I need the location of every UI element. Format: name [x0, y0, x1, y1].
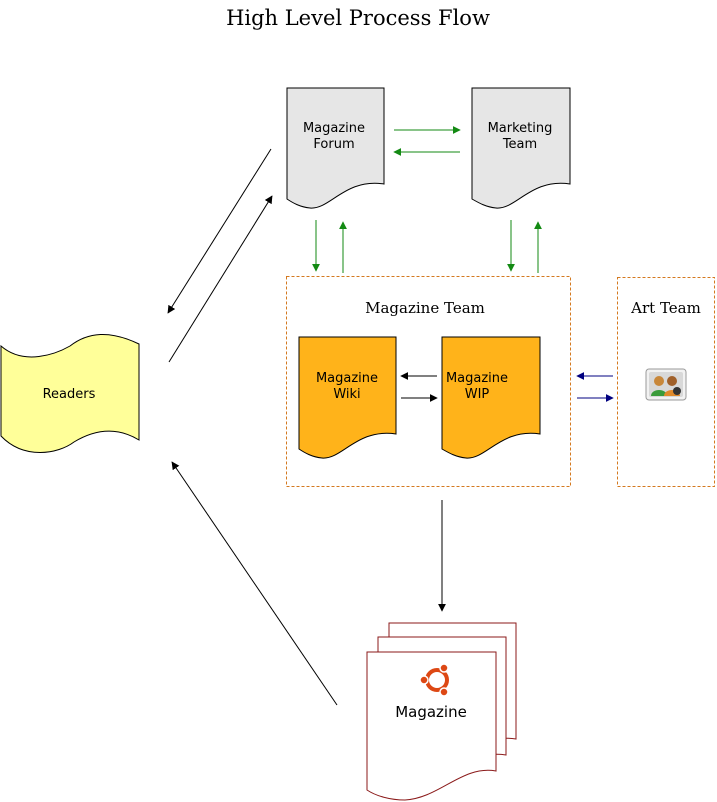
art-team-label: Art Team	[630, 299, 701, 317]
marketing-team-label-line1: Marketing	[488, 121, 553, 136]
magazine-forum-shape	[286, 87, 385, 209]
magazine-wiki-shape	[298, 336, 397, 459]
arrow-magazine-to-readers	[171, 461, 338, 706]
magazine-wip-shape	[441, 336, 541, 459]
magazine-forum-node: Magazine Forum	[286, 87, 385, 209]
magazine-wip-label-line2: WIP	[465, 387, 490, 402]
diagram-title: High Level Process Flow	[226, 6, 490, 30]
magazine-wiki-label-line1: Magazine	[316, 371, 378, 386]
marketing-team-node: Marketing Team	[471, 87, 571, 209]
art-team-border	[617, 277, 715, 487]
magazine-wiki-label-line2: Wiki	[333, 387, 360, 402]
magazine-team-container: Magazine Team	[286, 276, 571, 487]
magazine-node: Magazine	[366, 622, 517, 801]
readers-shape	[0, 333, 140, 453]
magazine-forum-label-line2: Forum	[313, 137, 354, 152]
readers-label: Readers	[43, 387, 96, 402]
magazine-forum-label-line1: Magazine	[303, 121, 365, 136]
magazine-team-label: Magazine Team	[365, 299, 485, 317]
readers-node: Readers	[0, 333, 140, 453]
magazine-wiki-node: Magazine Wiki	[298, 336, 397, 459]
magazine-team-border	[286, 276, 571, 487]
people-icon	[645, 368, 687, 401]
magazine-page-front	[366, 651, 497, 801]
arrow-readers-to-forum	[168, 195, 273, 363]
arrow-forum-to-readers	[167, 148, 272, 314]
magazine-label: Magazine	[395, 703, 467, 721]
magazine-wip-node: Magazine WIP	[441, 336, 541, 459]
marketing-team-shape	[471, 87, 571, 209]
magazine-wip-label-line1: Magazine	[446, 371, 508, 386]
marketing-team-label-line2: Team	[502, 137, 537, 152]
art-team-container: Art Team	[617, 277, 715, 487]
ubuntu-logo-icon	[419, 663, 449, 697]
